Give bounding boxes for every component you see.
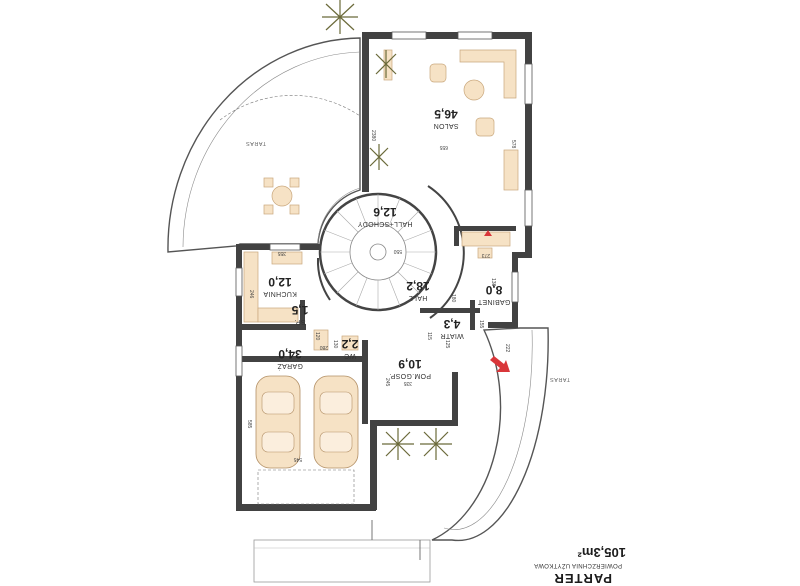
dimension: 545 xyxy=(293,456,302,462)
dimension: 246 xyxy=(248,290,254,299)
fireplace-icon xyxy=(484,230,492,236)
room-name: WIATR xyxy=(440,332,464,339)
dimension: 655 xyxy=(439,144,448,150)
palm-plant-icon xyxy=(382,428,414,460)
dimension: 130 xyxy=(332,340,338,349)
room-name: SP. xyxy=(294,318,305,325)
kitchen-furniture xyxy=(243,251,303,323)
room-hall: HALL 18,2 xyxy=(406,279,430,301)
palm-plant-icon xyxy=(369,144,389,170)
room-area: 4,3 xyxy=(443,317,460,331)
room-area: 1,5 xyxy=(291,303,308,317)
dimension: 180 xyxy=(450,294,456,303)
room-pom-gosp: POM.GOSP. 10,9 xyxy=(389,357,431,379)
terrace-left: TARAS xyxy=(167,37,361,253)
room-name: POM.GOSP. xyxy=(389,372,431,379)
room-name: GABINET xyxy=(477,298,510,305)
windows xyxy=(235,31,533,377)
room-area: 18,2 xyxy=(406,279,430,293)
room-area: 10,9 xyxy=(398,357,422,371)
dimension: 273 xyxy=(481,252,490,258)
dimension: 578 xyxy=(510,140,516,149)
room-area: 12,6 xyxy=(373,205,397,219)
room-wiatr: WIATR 4,3 xyxy=(440,317,464,339)
dimension: 155 xyxy=(478,320,484,329)
title-block: PARTER POWIERZCHNIA UŻYTKOWA 105,3m² xyxy=(534,545,626,586)
dimension: 335 xyxy=(403,380,412,386)
staircase xyxy=(316,185,465,319)
dimension: 138 xyxy=(490,278,496,287)
palm-plant-icon xyxy=(322,0,358,34)
palm-plant-icon xyxy=(375,50,397,78)
terrace-right: TARAS xyxy=(431,327,570,542)
room-salon: SALON 46,5 xyxy=(433,107,458,129)
room-name: HALL xyxy=(409,294,428,301)
dining-set xyxy=(263,177,300,215)
garage-door-swing xyxy=(257,469,355,505)
room-area: 34,0 xyxy=(278,347,302,361)
palm-plant-icon xyxy=(420,428,452,460)
room-garaz: GARAŻ 34,0 xyxy=(277,347,303,371)
room-area: 8,0 xyxy=(485,283,502,297)
room-kuchnia: KUCHNIA 12,0 xyxy=(263,275,297,297)
room-name: SALON xyxy=(433,122,458,129)
terrace-label-left: TARAS xyxy=(246,140,266,146)
dimension: 115 xyxy=(426,332,432,340)
room-gabinet: GABINET 8,0 xyxy=(477,283,510,305)
dimension: 585 xyxy=(246,420,252,429)
dimension: 245 xyxy=(384,378,390,387)
room-name: WC xyxy=(344,352,356,359)
entrance-arrow-icon xyxy=(490,356,510,372)
room-area: 2,2 xyxy=(341,337,358,351)
entrance-steps xyxy=(253,520,431,583)
dimension: 550 xyxy=(393,248,402,254)
title-name: PARTER xyxy=(554,571,612,586)
room-name: GARAŻ xyxy=(277,362,303,371)
title-subtitle: POWIERZCHNIA UŻYTKOWA xyxy=(534,562,622,569)
dimension: 355 xyxy=(277,250,286,256)
dimension: 2380 xyxy=(370,130,376,141)
car-icon xyxy=(255,375,301,469)
room-name: HALL+SCHODY xyxy=(358,220,413,227)
dimension: 120 xyxy=(314,332,320,341)
wc-furniture xyxy=(313,329,359,351)
gabinet-furniture xyxy=(461,230,511,259)
room-area: 12,0 xyxy=(268,275,292,289)
room-name: KUCHNIA xyxy=(263,290,297,297)
dimension: 222 xyxy=(504,344,510,353)
salon-furniture xyxy=(383,49,519,191)
title-area: 105,3m² xyxy=(577,545,626,560)
dimension: 280 xyxy=(319,344,328,350)
room-wc: WC 2,2 xyxy=(341,337,358,359)
room-area: 46,5 xyxy=(434,107,458,121)
terrace-label-right: TARAS xyxy=(550,376,570,382)
dimension-labels: 2380 655 578 550 355 273 222 335 545 585… xyxy=(246,130,516,462)
room-sp: SP. 1,5 xyxy=(291,303,308,325)
car-icon xyxy=(313,375,359,469)
dimension: 125 xyxy=(444,340,450,349)
room-hall-schody: HALL+SCHODY 12,6 xyxy=(358,205,413,227)
